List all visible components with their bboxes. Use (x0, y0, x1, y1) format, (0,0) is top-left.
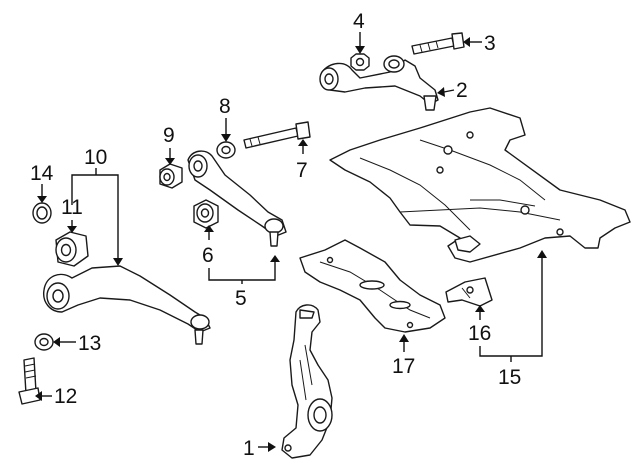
callout-5: 5 (235, 287, 247, 310)
leader-lines (35, 32, 547, 452)
bushing-part-14[interactable] (32, 202, 52, 224)
washer-part-13[interactable] (34, 333, 54, 351)
callout-15: 15 (498, 366, 521, 389)
lower-control-arm-part[interactable] (43, 265, 211, 345)
upper-control-arm-part[interactable] (319, 55, 439, 111)
mount-bracket-part[interactable] (445, 277, 493, 307)
washer-part[interactable] (216, 141, 236, 159)
bushing-part-11[interactable] (55, 231, 89, 267)
bushing-part-9[interactable] (159, 163, 183, 189)
callout-8: 8 (219, 95, 231, 118)
bushing-part-6[interactable] (193, 199, 219, 229)
callout-7: 7 (296, 159, 308, 182)
callout-1: 1 (243, 437, 255, 460)
callout-2: 2 (456, 79, 468, 102)
callout-6: 6 (202, 244, 214, 267)
bolt-part-middle[interactable] (243, 121, 311, 149)
callout-11: 11 (61, 196, 83, 219)
lower-link-arm-part[interactable] (187, 150, 287, 247)
callout-16: 16 (468, 322, 491, 345)
bolt-part-upper[interactable] (411, 32, 465, 55)
callout-9: 9 (163, 124, 175, 147)
steering-knuckle-part[interactable] (281, 304, 333, 459)
callout-labels: 1 2 3 4 5 6 7 8 9 10 11 12 13 14 15 16 1… (30, 10, 521, 460)
callout-3: 3 (484, 32, 496, 55)
callout-17: 17 (392, 355, 415, 378)
callout-4: 4 (353, 10, 365, 33)
callout-14: 14 (30, 162, 54, 185)
subframe-part[interactable] (329, 107, 631, 263)
callout-12: 12 (54, 385, 77, 408)
nut-part[interactable] (350, 53, 370, 71)
callout-13: 13 (78, 332, 101, 355)
bolt-part-lower[interactable] (18, 357, 41, 405)
skid-plate-part[interactable] (299, 239, 446, 333)
callout-10: 10 (84, 146, 107, 169)
